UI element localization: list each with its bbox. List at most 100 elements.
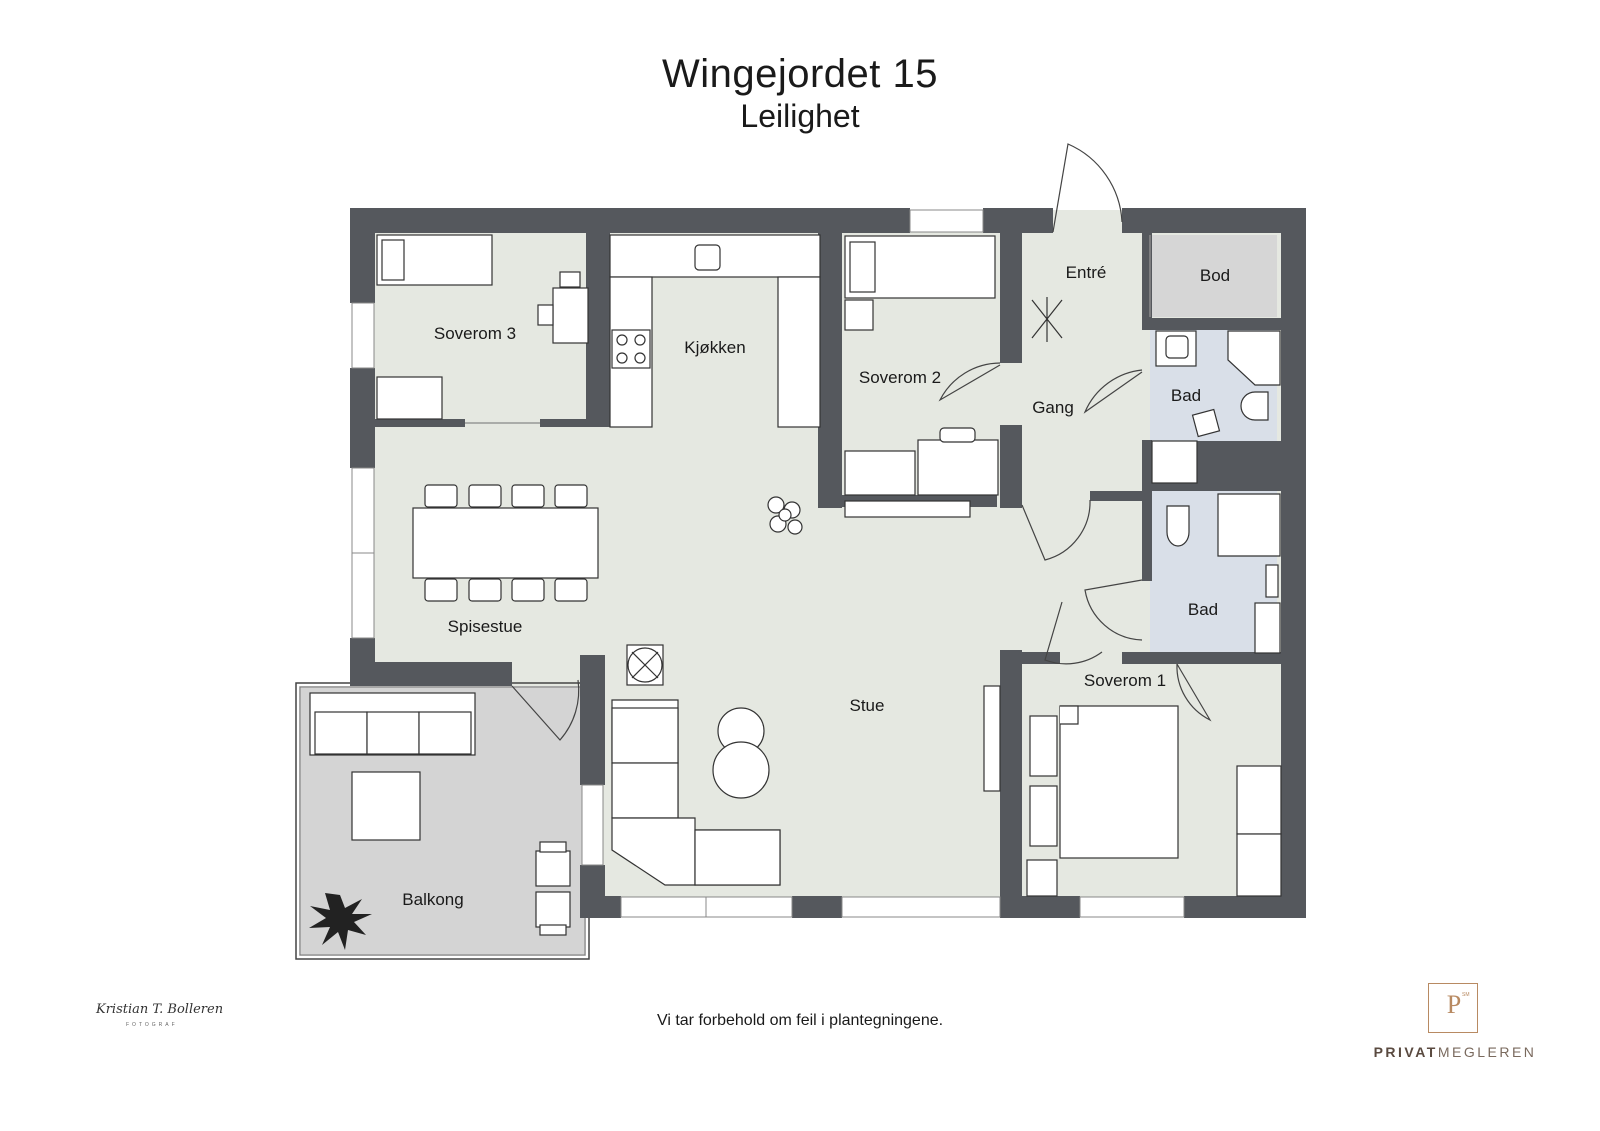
wall-sov1-top-2 (1122, 652, 1177, 664)
label-soverom2: Soverom 2 (859, 368, 941, 387)
wall-top-right (1122, 208, 1306, 233)
wall-sov3-bottom-2 (540, 419, 610, 427)
shelf-stue (844, 500, 971, 518)
label-balkong: Balkong (402, 890, 463, 909)
nightstand-sov1-2 (1029, 785, 1058, 847)
chair-bottom-3 (511, 578, 545, 602)
photographer-signature: Kristian T. Bolleren FOTOGRAF (96, 1000, 223, 1040)
dresser-sov3 (376, 376, 443, 420)
plant-leaf-1 (767, 496, 785, 514)
balkong-table (351, 771, 421, 841)
label-soverom3: Soverom 3 (434, 324, 516, 343)
wall-gang-bath2 (1090, 491, 1150, 501)
sink-bad2 (1254, 602, 1281, 654)
wall-balkong-right-2 (580, 865, 605, 918)
wall-kitchen-right (818, 233, 842, 508)
door-stue-sov1 (1044, 601, 1103, 665)
window-bottom-3 (1079, 896, 1185, 918)
floor-bod (1150, 235, 1277, 317)
desk-sov3 (552, 287, 589, 344)
washer-gang (1151, 440, 1198, 484)
door-gang-stue (1021, 499, 1091, 561)
kitchen-counter-right (777, 276, 821, 428)
disclaimer-text: Vi tar forbehold om feil i plantegningen… (656, 1012, 944, 1029)
wall-top-mid (983, 208, 1053, 233)
desk-sov2 (917, 439, 999, 496)
sofa-corner (611, 817, 696, 886)
wall-bath-left (1142, 491, 1152, 581)
coffee-table-2 (712, 741, 770, 799)
laundry-bad1 (1191, 408, 1221, 438)
wall-left-2 (350, 368, 375, 468)
brand-name: PRIVATMEGLEREN (1370, 1044, 1540, 1060)
label-kjokken: Kjøkken (684, 338, 745, 357)
balkong-chair-arm-2 (539, 924, 567, 936)
sofa-seat-1 (611, 707, 679, 764)
bed-sov1-fold (1060, 705, 1079, 725)
label-bod: Bod (1200, 266, 1230, 285)
wall-balkong-top (350, 662, 512, 686)
furniture (309, 234, 1282, 936)
wall-sov2-right-1 (1000, 233, 1022, 363)
wall-sov3-bottom (375, 419, 465, 427)
balkong-sofa-seat-3 (418, 711, 472, 755)
label-soverom1: Soverom 1 (1084, 671, 1166, 690)
sofa-seat-2 (611, 762, 679, 819)
plant-leaf-4 (787, 519, 803, 535)
window-left-1 (351, 302, 375, 369)
plant-leaf-5 (778, 508, 792, 522)
privatmegleren-logo-icon: P SM (1428, 983, 1478, 1033)
signature-text: Kristian T. Bolleren (96, 1002, 224, 1017)
ceiling-fixture-entre (1031, 297, 1063, 342)
toilet-bad2 (1166, 505, 1190, 547)
wall-sov2-right-2 (1000, 425, 1022, 508)
kitchen-stove (611, 329, 651, 369)
wardrobe-sov1-1 (1026, 859, 1058, 897)
plant-balkong (309, 893, 372, 950)
chair-sov2 (939, 427, 976, 443)
label-entre: Entré (1066, 263, 1107, 282)
toilet-bad1 (1240, 391, 1269, 421)
lamp-sov3 (559, 271, 581, 288)
nightstand-sov1-1 (1029, 715, 1058, 777)
door-entrance (1052, 143, 1123, 233)
fan-blade-2 (631, 651, 659, 679)
signature-sub: FOTOGRAF (126, 1022, 178, 1028)
label-bad2: Bad (1188, 600, 1218, 619)
door-bad1 (1083, 369, 1143, 414)
plant-balkong-shape (309, 893, 372, 950)
balkong-chair-arm-1 (539, 841, 567, 853)
chair-top-4 (554, 484, 588, 508)
label-gang: Gang (1032, 398, 1074, 417)
wall-balkong-right-1 (580, 655, 605, 785)
pillow-sov3 (381, 239, 405, 281)
wall-sov1-left-1 (1000, 650, 1022, 918)
chair-bottom-2 (468, 578, 502, 602)
dining-table (412, 507, 599, 579)
label-spisestue: Spisestue (448, 617, 523, 636)
door-sov2 (938, 362, 1001, 402)
chair-sov3 (537, 304, 554, 326)
wall-bottom-4 (1184, 896, 1306, 918)
chair-top-1 (424, 484, 458, 508)
wall-left-1 (350, 208, 375, 303)
balkong-chair-2 (535, 891, 571, 928)
plant-stue (767, 496, 803, 535)
wardrobe-sov2 (844, 450, 916, 496)
logo-letter: P (1446, 990, 1462, 1019)
balkong-chair-1 (535, 850, 571, 887)
brand-light: MEGLEREN (1437, 1044, 1537, 1060)
wall-top-left (350, 208, 910, 233)
wall-sov3-right (586, 233, 610, 427)
burner-3 (616, 352, 628, 364)
room-labels: Soverom 3 Kjøkken Soverom 2 Entré Bod Ga… (402, 263, 1230, 909)
logo-mark: SM (1462, 992, 1470, 998)
wall-gang-right-1 (1142, 233, 1152, 328)
sink-bowl-bad1 (1165, 335, 1189, 359)
shower-bad1 (1227, 330, 1281, 386)
tv-bench (983, 685, 1001, 792)
window-balkong (581, 784, 604, 866)
chair-top-2 (468, 484, 502, 508)
towel-rail-bad2 (1265, 564, 1279, 598)
